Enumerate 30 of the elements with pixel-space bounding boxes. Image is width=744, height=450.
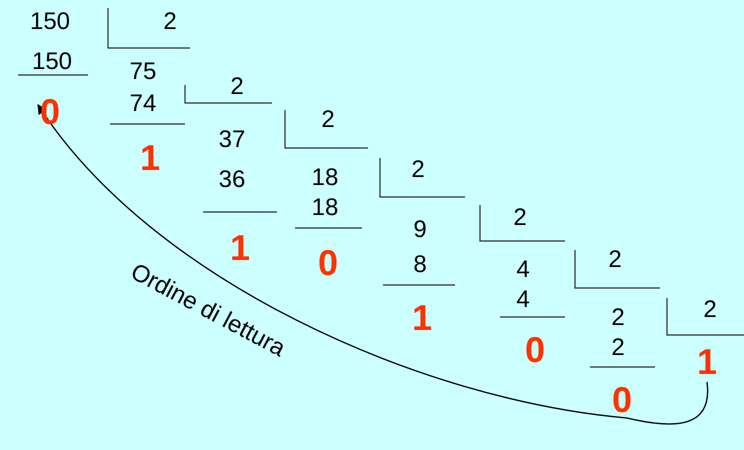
number-label: 2 <box>230 75 244 99</box>
number-label: 18 <box>312 196 338 220</box>
number-label: 2 <box>611 336 625 360</box>
number-label: 2 <box>703 298 717 322</box>
number-label: 2 <box>608 248 622 272</box>
number-label: 2 <box>321 108 335 132</box>
number-label: 75 <box>130 60 156 84</box>
number-label: 37 <box>218 128 246 152</box>
number-label: 36 <box>218 168 246 192</box>
number-label: 74 <box>130 92 156 116</box>
remainder-digit: 0 <box>318 245 338 281</box>
number-label: 2 <box>411 158 425 182</box>
number-label: 8 <box>413 253 427 277</box>
remainder-digit: 1 <box>230 230 250 266</box>
remainder-digit: 0 <box>40 94 60 130</box>
remainder-digit: 1 <box>696 344 718 380</box>
remainder-digit: 0 <box>524 332 546 368</box>
number-label: 4 <box>516 288 530 312</box>
number-label: 2 <box>611 306 625 330</box>
number-label: 150 <box>32 50 72 74</box>
number-label: 2 <box>513 206 527 230</box>
remainder-digit: 1 <box>140 140 160 176</box>
remainder-digit: 1 <box>412 300 432 336</box>
remainder-digit: 0 <box>612 382 632 418</box>
number-label: 18 <box>312 166 338 190</box>
number-label: 9 <box>413 218 427 242</box>
number-label: 2 <box>163 10 177 34</box>
number-label: 4 <box>516 258 530 282</box>
curved-arrow <box>37 104 708 425</box>
number-label: 150 <box>30 10 70 34</box>
